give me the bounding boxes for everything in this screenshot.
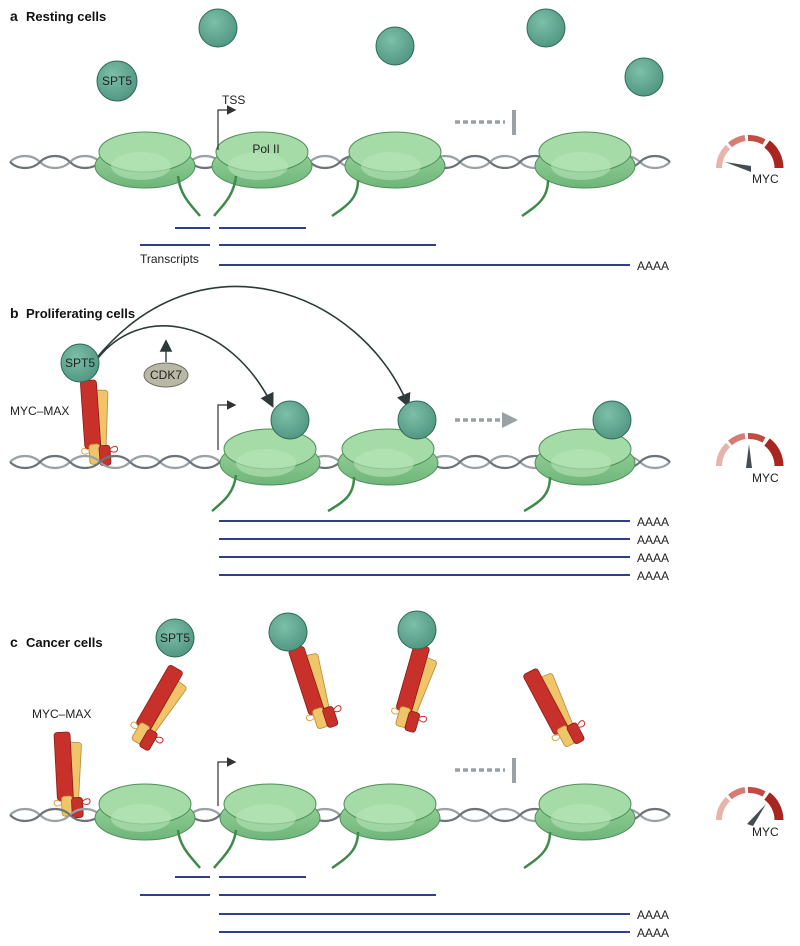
panel-c: c Cancer cells SPT5 MYC–MAX: [8, 610, 784, 940]
nascent-rna: [211, 474, 552, 513]
spt5-labeled: [96, 60, 138, 102]
polya-label: AAAA: [637, 533, 669, 547]
polya-label: AAAA: [637, 259, 669, 273]
myc-gauge-label: MYC: [752, 825, 779, 839]
transcripts-label: Transcripts: [140, 252, 199, 266]
spt5-transfer-arrow: [94, 325, 274, 408]
panel-b: b Proliferating cells CDK7 SPT5 MYC–MAX: [8, 285, 784, 583]
pol2: [94, 131, 636, 189]
polya-label: AAAA: [637, 515, 669, 529]
nascent-rna: [176, 175, 550, 218]
myc-gauge-b: [716, 433, 784, 468]
polya-label: AAAA: [637, 569, 669, 583]
tss-arrow: [217, 400, 237, 450]
panel-c-title: Cancer cells: [26, 635, 103, 650]
pol2-label: Pol II: [252, 142, 279, 156]
spt5-bound-myc: [268, 612, 308, 652]
tss-label: TSS: [222, 93, 245, 107]
panel-c-letter: c: [10, 634, 18, 650]
polya-label: AAAA: [637, 926, 669, 940]
spt5-on-pol2: [592, 400, 632, 440]
transcripts: [219, 520, 630, 576]
spt5-transfer-arrow: [94, 285, 411, 408]
panel-a-title: Resting cells: [26, 9, 106, 24]
tss-arrow: [217, 105, 237, 150]
spt5-free: [198, 8, 238, 48]
cdk7: [143, 362, 189, 388]
spt5-free: [624, 57, 664, 97]
spt5-label-b: SPT5: [65, 356, 95, 370]
panel-b-letter: b: [10, 305, 19, 321]
pol2: [94, 783, 636, 841]
myc-max-label-b: MYC–MAX: [10, 404, 69, 418]
nascent-rna: [176, 829, 552, 870]
transcripts: [140, 227, 630, 266]
spt5-free: [375, 26, 415, 66]
transcripts: [140, 876, 630, 933]
spt5-label-c: SPT5: [160, 631, 190, 645]
spt5-label: SPT5: [102, 74, 132, 88]
spt5-bound-myc: [60, 343, 100, 383]
myc-gauge-label: MYC: [752, 471, 779, 485]
spt5-bound-myc: [155, 618, 195, 658]
cdk7-label: CDK7: [150, 368, 182, 382]
myc-max-label-c: MYC–MAX: [32, 707, 91, 721]
panel-b-title: Proliferating cells: [26, 306, 135, 321]
spt5-bound-myc: [397, 610, 437, 650]
spt5-on-pol2: [397, 400, 437, 440]
spt5-free: [526, 8, 566, 48]
tss-arrow: [217, 757, 237, 806]
myc-gauge-a: [716, 135, 784, 172]
polya-label: AAAA: [637, 908, 669, 922]
polya-label: AAAA: [637, 551, 669, 565]
panel-a-letter: a: [10, 8, 18, 24]
myc-gauge-label: MYC: [752, 172, 779, 186]
elongation-arrowhead: [502, 412, 518, 428]
panel-a: a Resting cells SPT5 Pol II: [8, 8, 784, 273]
spt5-on-pol2: [270, 400, 310, 440]
myc-gauge-c: [716, 787, 784, 826]
